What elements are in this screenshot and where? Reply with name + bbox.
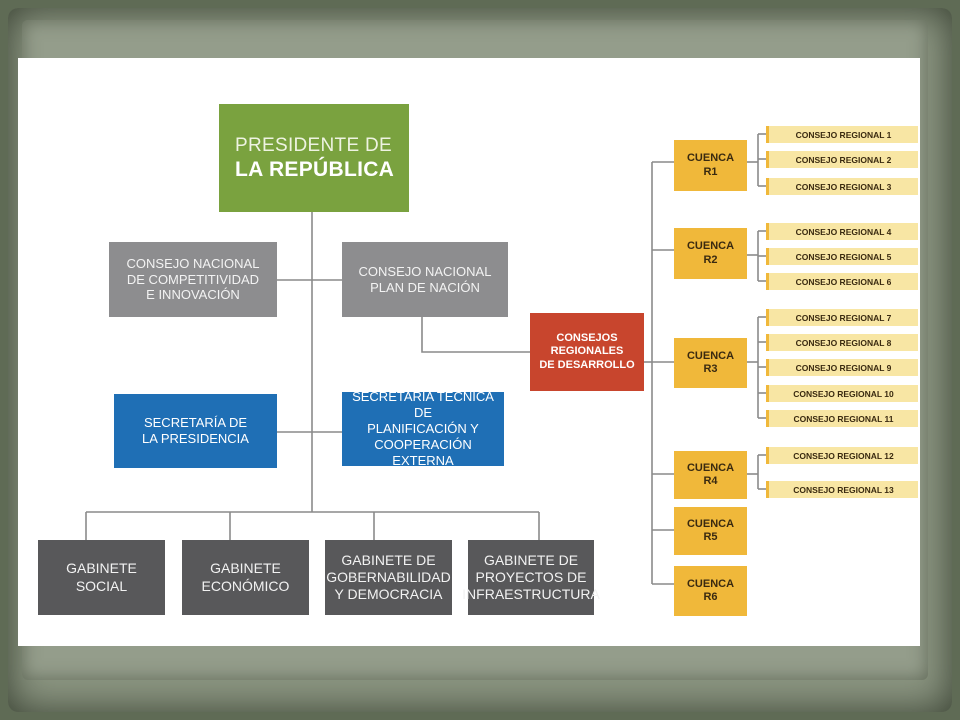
regional-council-2: CONSEJO REGIONAL 2: [766, 151, 918, 168]
basin-r4-box: CUENCA R4: [674, 451, 747, 499]
basin-r5-box: CUENCA R5: [674, 507, 747, 555]
cabinet-infrastructure-box: GABINETE DE PROYECTOS DE INFRAESTRUCTURA: [462, 540, 600, 615]
basin-r6-box: CUENCA R6: [674, 566, 747, 616]
basin-r1-box: CUENCA R1: [674, 140, 747, 191]
president-line-1: PRESIDENTE DE: [235, 134, 392, 156]
president-line-2: LA REPÚBLICA: [235, 157, 395, 181]
regional-council-10: CONSEJO REGIONAL 10: [766, 385, 918, 402]
regional-council-8: CONSEJO REGIONAL 8: [766, 334, 918, 351]
regional-council-5: CONSEJO REGIONAL 5: [766, 248, 918, 265]
council-nation-plan-box: CONSEJO NACIONAL PLAN DE NACIÓN: [342, 242, 508, 317]
basin-r3-box: CUENCA R3: [674, 338, 747, 388]
cabinet-social-box: GABINETE SOCIAL: [38, 540, 165, 615]
council-competitiveness-box: CONSEJO NACIONAL DE COMPETITIVIDAD E INN…: [109, 242, 277, 317]
regional-councils-box: CONSEJOS REGIONALES DE DESARROLLO: [530, 313, 644, 391]
cabinet-economic-box: GABINETE ECONÓMICO: [182, 540, 309, 615]
secretariat-technical-box: SECRETARÍA TÉCNICA DE PLANIFICACIÓN Y CO…: [342, 389, 504, 468]
regional-council-7: CONSEJO REGIONAL 7: [766, 309, 918, 326]
regional-council-9: CONSEJO REGIONAL 9: [766, 359, 918, 376]
basin-r2-box: CUENCA R2: [674, 228, 747, 279]
regional-council-4: CONSEJO REGIONAL 4: [766, 223, 918, 240]
regional-council-6: CONSEJO REGIONAL 6: [766, 273, 918, 290]
regional-council-13: CONSEJO REGIONAL 13: [766, 481, 918, 498]
secretariat-presidency-box: SECRETARÍA DE LA PRESIDENCIA: [114, 394, 277, 468]
regional-council-12: CONSEJO REGIONAL 12: [766, 447, 918, 464]
cabinet-governance-box: GABINETE DE GOBERNABILIDAD Y DEMOCRACIA: [325, 540, 452, 615]
regional-council-3: CONSEJO REGIONAL 3: [766, 178, 918, 195]
regional-council-11: CONSEJO REGIONAL 11: [766, 410, 918, 427]
president-box: PRESIDENTE DE LA REPÚBLICA: [219, 104, 409, 212]
regional-council-1: CONSEJO REGIONAL 1: [766, 126, 918, 143]
